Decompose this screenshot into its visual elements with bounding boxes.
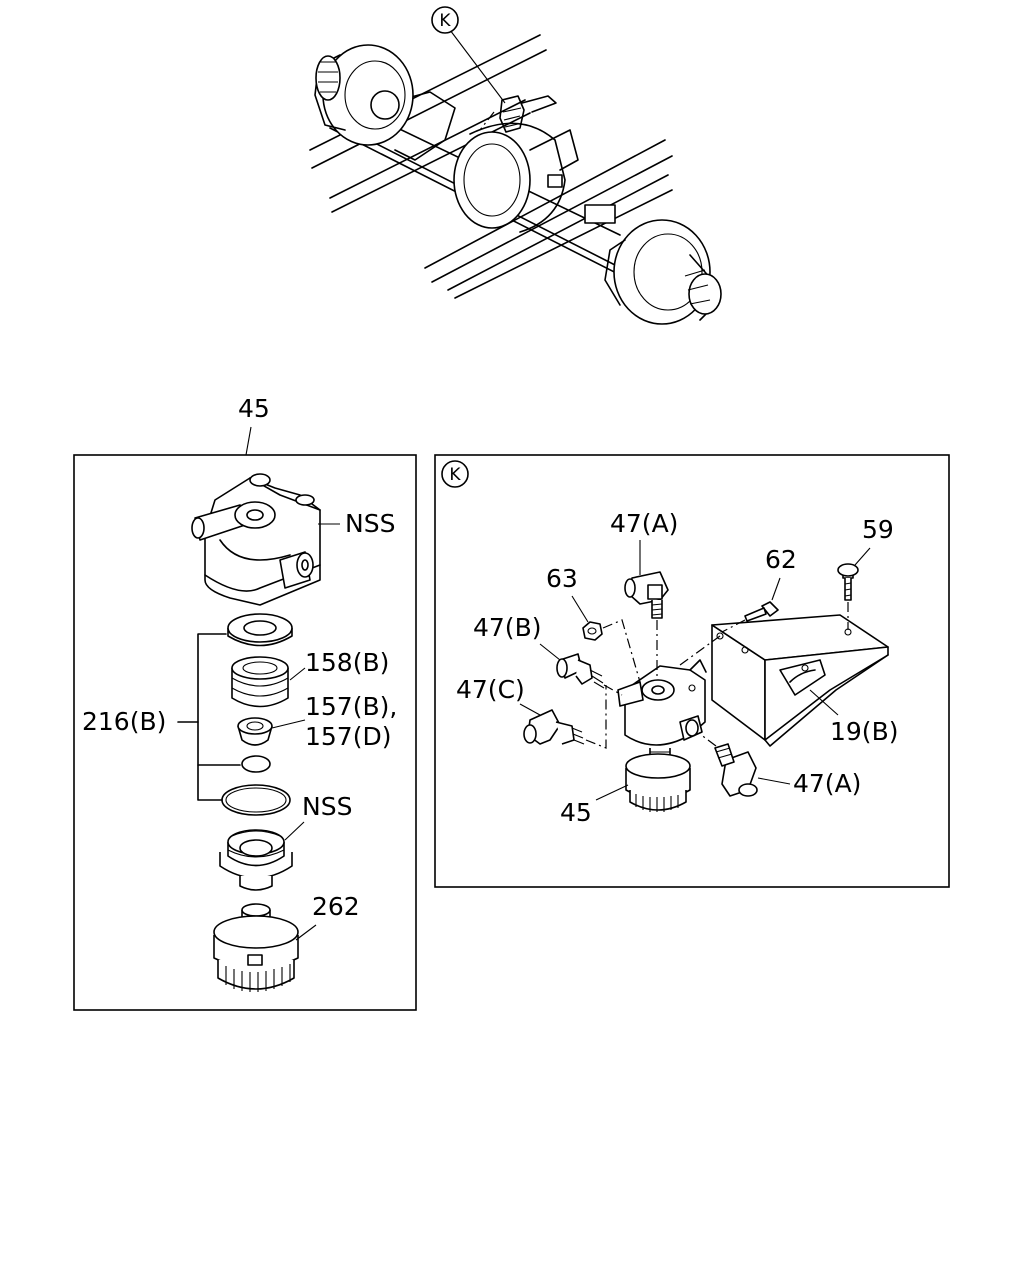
nut-label: 63 [546,564,578,593]
fitting-c-label: 47(C) [456,675,525,704]
fitting-right-47a [699,733,758,797]
top-washer [227,613,293,647]
washer-label-1: 157(B), [305,692,397,721]
element-label: NSS [302,792,352,821]
axle-overview: K [309,6,722,325]
filter-head-k [617,659,707,746]
fitting-b-label: 47(B) [473,613,541,642]
fitting-47b [556,653,623,696]
assembly-label: 45 [238,394,270,423]
detail-45-box: 45 NSS [73,394,417,1011]
bolt-62-label: 62 [765,545,797,574]
filter-bowl [213,903,299,992]
nut-63 [582,619,641,683]
bolt-59 [837,563,859,630]
seal-label: 158(B) [305,648,389,677]
small-o-ring [241,755,271,773]
filter-label: 45 [560,798,592,827]
kit-label: 216(B) [82,707,166,736]
filter-bowl-k [625,748,691,812]
detail-k-box: K 19(B) 59 [434,454,950,888]
bracket-label: 19(B) [830,717,898,746]
filter-element [219,829,293,891]
callout-marker-k: K [439,11,451,31]
housing-label: NSS [345,509,395,538]
bolt-62 [721,601,779,633]
fitting-47c [523,685,607,749]
bowl-label: 262 [312,892,360,921]
small-washer [237,717,273,746]
filter-head-housing [191,473,321,606]
large-o-ring [221,784,291,816]
seal-stack [231,656,289,708]
fitting-top-47a [624,571,669,680]
mounting-bracket [711,614,889,747]
fitting-top-label: 47(A) [610,509,678,538]
fitting-right-label: 47(A) [793,769,861,798]
washer-label-2: 157(D) [305,722,391,751]
detail-k-marker: K [449,465,461,485]
bolt-59-label: 59 [862,515,894,544]
